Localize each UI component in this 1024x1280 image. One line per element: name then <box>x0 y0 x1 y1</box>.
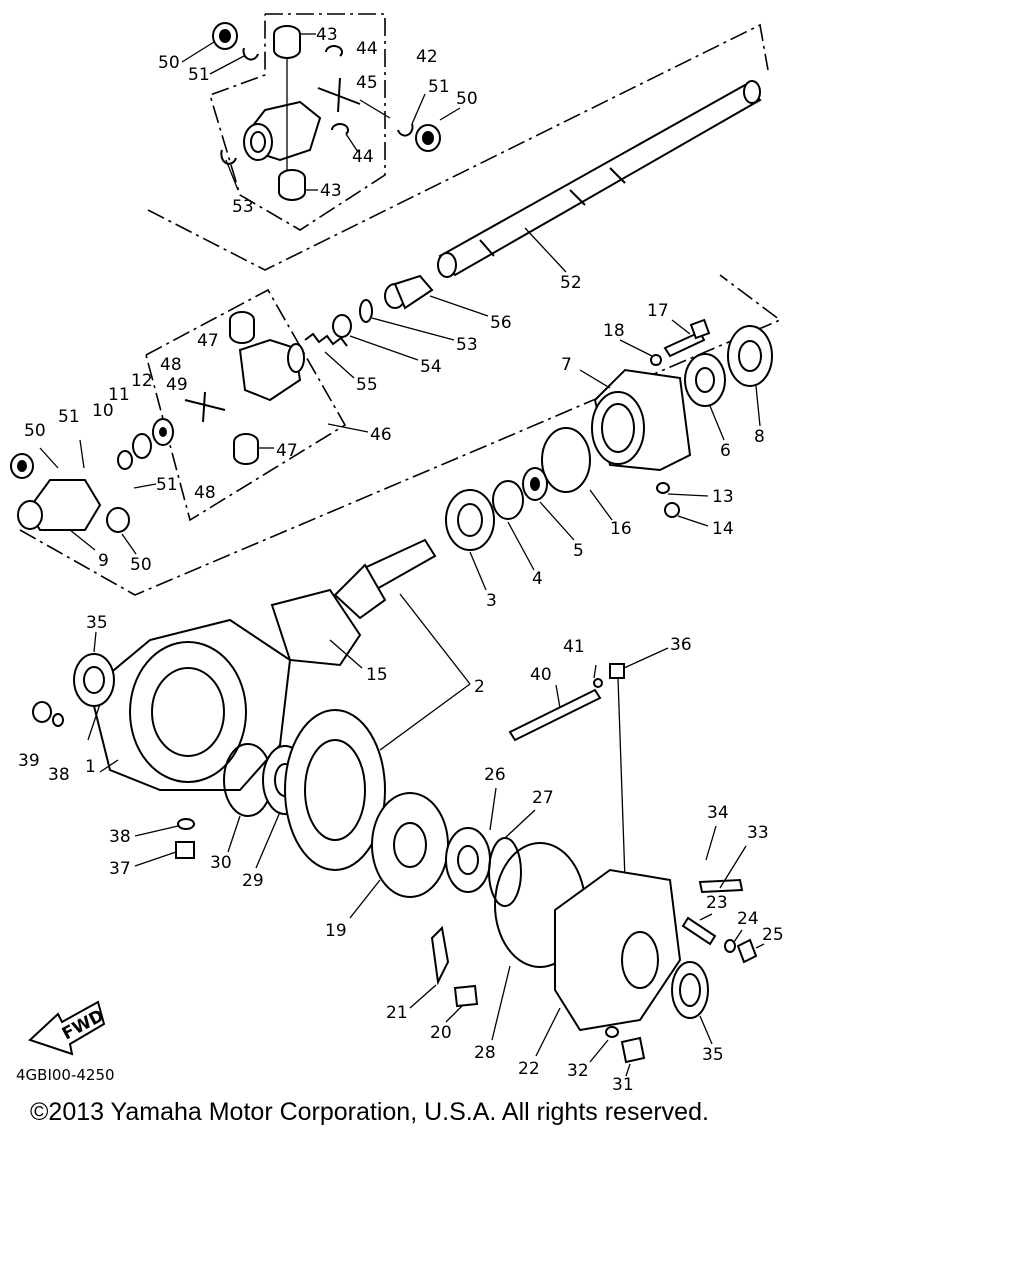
callout-23: 23 <box>706 893 728 913</box>
callout-18: 18 <box>603 321 625 341</box>
drawing-code: 4GBI00-4250 <box>16 1066 115 1084</box>
callout-3: 3 <box>486 591 497 611</box>
callout-51d: 51 <box>156 475 178 495</box>
callout-34: 34 <box>707 803 729 823</box>
callout-51c: 51 <box>58 407 80 427</box>
callout-53b: 53 <box>456 335 478 355</box>
callout-7: 7 <box>561 355 572 375</box>
callout-29: 29 <box>242 871 264 891</box>
callout-47: 47 <box>197 331 219 351</box>
callout-8: 8 <box>754 427 765 447</box>
callout-52: 52 <box>560 273 582 293</box>
drive-shaft <box>437 80 762 278</box>
callout-43: 43 <box>316 25 338 45</box>
shim-shaft <box>508 663 626 881</box>
ring-gear <box>284 709 586 968</box>
callout-4: 4 <box>532 569 543 589</box>
pinion-bearing-group <box>445 318 773 551</box>
callout-14: 14 <box>712 519 734 539</box>
pinion-gear <box>270 538 437 667</box>
callout-33: 33 <box>747 823 769 843</box>
callout-6: 6 <box>720 441 731 461</box>
callout-54: 54 <box>420 357 442 377</box>
callout-53: 53 <box>232 197 254 217</box>
callout-38: 38 <box>109 827 131 847</box>
callout-13: 13 <box>712 487 734 507</box>
callout-38b: 38 <box>48 765 70 785</box>
fwd-arrow-icon: FWD <box>28 1000 108 1056</box>
callout-31: 31 <box>612 1075 634 1095</box>
upper-joint-group <box>147 13 769 271</box>
callout-43b: 43 <box>320 181 342 201</box>
callout-39: 39 <box>18 751 40 771</box>
callout-49: 49 <box>166 375 188 395</box>
callout-40: 40 <box>530 665 552 685</box>
callout-11: 11 <box>108 385 130 405</box>
callout-50d: 50 <box>130 555 152 575</box>
callout-44b: 44 <box>352 147 374 167</box>
callout-30: 30 <box>210 853 232 873</box>
callout-5: 5 <box>573 541 584 561</box>
callout-10: 10 <box>92 401 114 421</box>
callout-2: 2 <box>474 677 485 697</box>
callout-50b: 50 <box>456 89 478 109</box>
callout-56: 56 <box>490 313 512 333</box>
callout-35: 35 <box>86 613 108 633</box>
callout-36: 36 <box>670 635 692 655</box>
gear-housing <box>32 618 308 859</box>
callout-45: 45 <box>356 73 378 93</box>
callout-1: 1 <box>85 757 96 777</box>
callout-50: 50 <box>158 53 180 73</box>
callout-42: 42 <box>416 47 438 67</box>
callout-47b: 47 <box>276 441 298 461</box>
callout-26: 26 <box>484 765 506 785</box>
gear-cover <box>430 868 758 1064</box>
callout-51b: 51 <box>428 77 450 97</box>
callout-16: 16 <box>610 519 632 539</box>
callout-50c: 50 <box>24 421 46 441</box>
callout-51: 51 <box>188 65 210 85</box>
callout-28: 28 <box>474 1043 496 1063</box>
callout-21: 21 <box>386 1003 408 1023</box>
shaft-boot-parts <box>304 274 434 347</box>
callout-19: 19 <box>325 921 347 941</box>
callout-9: 9 <box>98 551 109 571</box>
callout-27: 27 <box>532 788 554 808</box>
callout-35b: 35 <box>702 1045 724 1065</box>
middle-joint-group <box>10 274 782 596</box>
callout-55: 55 <box>356 375 378 395</box>
callout-17: 17 <box>647 301 669 321</box>
callout-46: 46 <box>370 425 392 445</box>
callout-12: 12 <box>131 371 153 391</box>
callout-41: 41 <box>563 637 585 657</box>
callout-25: 25 <box>762 925 784 945</box>
callout-44: 44 <box>356 39 378 59</box>
callout-20: 20 <box>430 1023 452 1043</box>
callout-48: 48 <box>160 355 182 375</box>
callout-32: 32 <box>567 1061 589 1081</box>
callout-24: 24 <box>737 909 759 929</box>
callout-37: 37 <box>109 859 131 879</box>
callout-labels: 1 2 3 4 5 6 7 8 9 10 11 12 13 14 15 16 1… <box>18 25 784 1095</box>
callout-48b: 48 <box>194 483 216 503</box>
callout-22: 22 <box>518 1059 540 1079</box>
copyright-notice: ©2013 Yamaha Motor Corporation, U.S.A. A… <box>30 1098 709 1126</box>
callout-15: 15 <box>366 665 388 685</box>
leader-lines <box>39 33 765 1077</box>
